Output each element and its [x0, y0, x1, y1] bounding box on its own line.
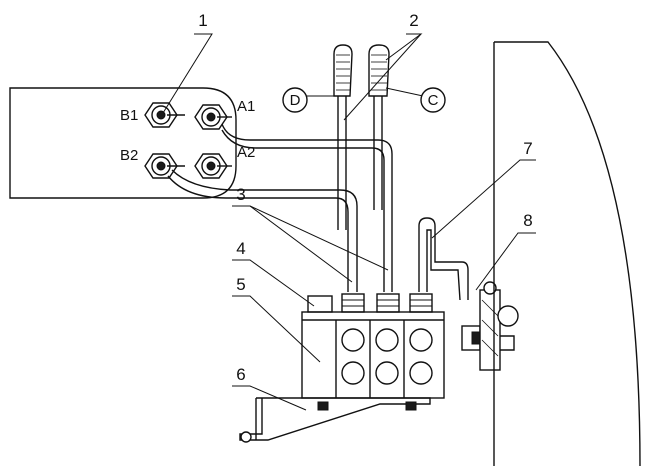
cab-panel — [493, 41, 641, 466]
port-label-b1: B1 — [120, 107, 138, 124]
label-d: D — [290, 92, 301, 109]
label-c: C — [428, 92, 439, 109]
port-fitting-b1 — [144, 102, 185, 128]
callout-5: 5 — [236, 275, 245, 294]
callout-7: 7 — [523, 139, 532, 158]
lever-c[interactable] — [368, 44, 390, 210]
mounting-bracket — [239, 397, 431, 443]
callout-1: 1 — [198, 11, 207, 30]
callout-4: 4 — [236, 239, 245, 258]
lever-d[interactable] — [333, 44, 353, 230]
port-fitting-a2 — [194, 153, 232, 179]
callout-3: 3 — [236, 185, 245, 204]
valve-fittings — [307, 293, 433, 313]
callout-8: 8 — [523, 211, 532, 230]
port-label-b2: B2 — [120, 147, 138, 164]
port-label-a2: A2 — [237, 144, 255, 161]
port-label-a1: A1 — [237, 98, 255, 115]
label-c-circle — [420, 87, 446, 113]
label-d-circle — [282, 87, 308, 113]
valve-block — [301, 311, 445, 399]
callout-2: 2 — [409, 11, 418, 30]
port-fitting-b2 — [144, 153, 185, 179]
mounting-clamp — [461, 281, 519, 371]
actuator-housing — [9, 87, 237, 199]
return-pipe — [418, 217, 469, 301]
port-fitting-a1 — [194, 104, 232, 130]
leader-lines — [162, 33, 536, 411]
callout-6: 6 — [236, 365, 245, 384]
hydraulic-hoses — [167, 123, 393, 292]
